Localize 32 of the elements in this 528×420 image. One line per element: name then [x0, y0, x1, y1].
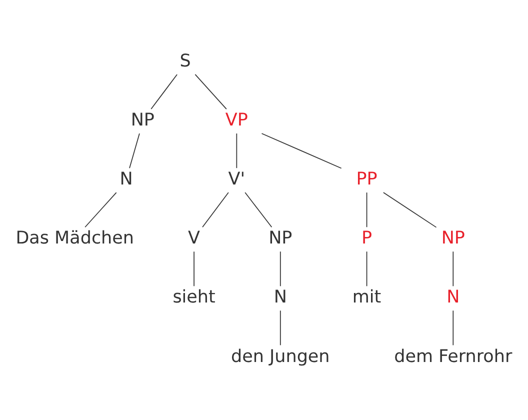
connector [280, 310, 281, 346]
node-text: NP [441, 228, 465, 249]
node-text: N [446, 288, 460, 308]
connector [236, 133, 238, 168]
node-text: mit [352, 288, 382, 308]
node-text: NP [268, 228, 292, 249]
connector [452, 310, 454, 346]
connector [452, 251, 454, 287]
node-text: S [180, 52, 191, 72]
node-text: N [274, 288, 287, 308]
node-text: V [188, 228, 200, 249]
node-text: NP [130, 110, 154, 131]
node-text: V' [228, 170, 246, 190]
connector [366, 192, 368, 228]
connector [129, 133, 140, 168]
node-text: PP [356, 170, 378, 190]
node-text: den Jungen [231, 346, 330, 367]
connector [261, 133, 342, 169]
node-text: Das Mädchen [16, 228, 134, 249]
node-text: sieht [172, 288, 216, 308]
node-text: N [120, 170, 133, 190]
connector [194, 74, 227, 110]
connector [280, 251, 281, 287]
connector [84, 192, 117, 228]
connector [150, 74, 178, 110]
connector [202, 192, 229, 228]
connector [244, 192, 272, 228]
connector [366, 251, 368, 287]
node-text: P [362, 228, 372, 249]
node-text: VP [225, 110, 248, 131]
connector [382, 192, 437, 228]
node-text: dem Fernrohr [394, 346, 512, 367]
